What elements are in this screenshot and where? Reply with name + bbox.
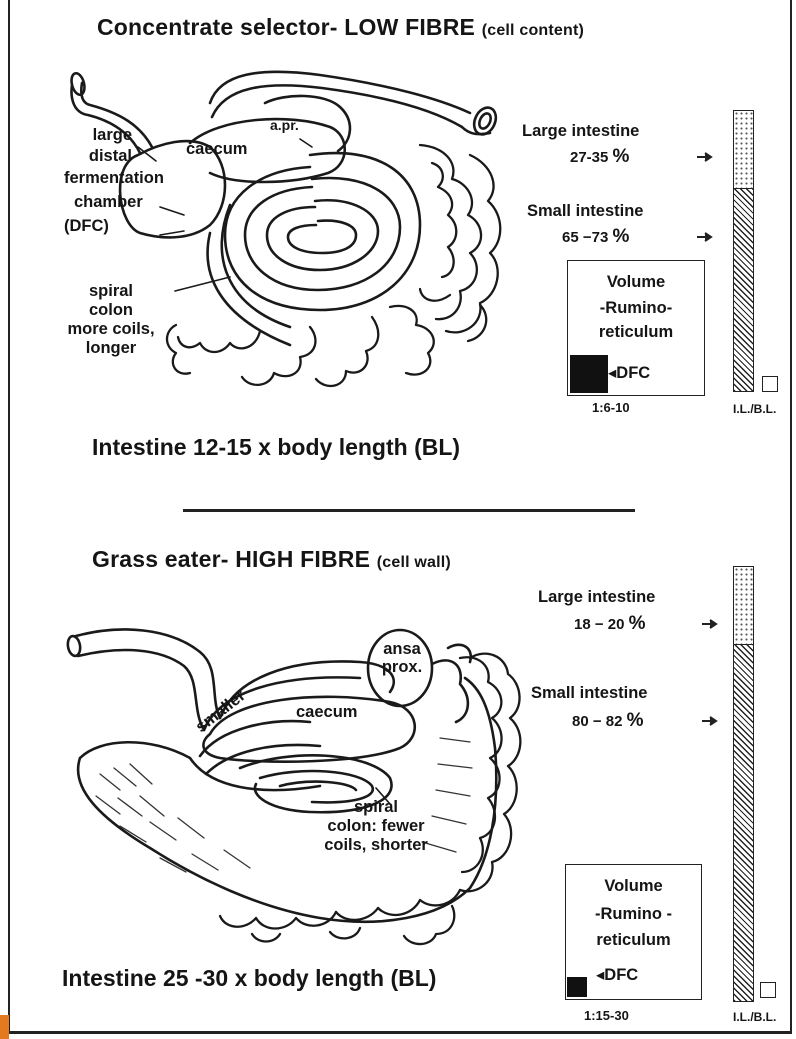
bottom-title-main: Grass eater- HIGH FIBRE	[92, 546, 370, 572]
top-spiral-line3: more coils,	[60, 320, 162, 339]
mesentery-outline	[80, 742, 320, 790]
bottom-caecum-label: caecum	[296, 703, 357, 722]
top-large-arrow-icon	[697, 152, 711, 162]
top-small-pct-symbol: %	[612, 226, 629, 247]
bottom-bar-label: I.L./B.L.	[733, 1010, 776, 1024]
bottom-volume-box: Volume -Rumino - reticulum ◂DFC	[565, 864, 702, 1000]
bottom-small-pct-symbol: %	[627, 710, 644, 731]
top-spiral-line1: spiral	[60, 282, 162, 301]
bottom-large-pct-symbol: %	[629, 613, 646, 634]
bottom-ansa-label: ansa prox.	[377, 640, 427, 676]
top-large-pct-symbol: %	[613, 146, 630, 167]
top-dfc-line1: large	[64, 125, 132, 146]
bottom-title-note: (cell wall)	[377, 554, 451, 571]
top-volume-line3: reticulum	[568, 323, 704, 342]
bottom-small-intestine-label: Small intestine	[531, 684, 647, 703]
top-small-pct-range: 65 −73	[562, 229, 608, 246]
top-dfc-line2: distal	[64, 146, 132, 167]
bottom-ansa-line2: prox.	[377, 658, 427, 676]
top-small-intestine-pct: 65 −73 %	[562, 226, 629, 248]
top-volume-line1: Volume	[568, 273, 704, 292]
top-apr-label: a.pr.	[270, 116, 299, 135]
top-volume-line2: -Rumino-	[568, 299, 704, 318]
bottom-volume-line3: reticulum	[566, 931, 701, 950]
bottom-title: Grass eater- HIGH FIBRE (cell wall)	[92, 546, 451, 573]
bottom-large-pct-range: 18 − 20	[574, 616, 624, 633]
top-spiral-line2: colon	[60, 301, 162, 320]
bottom-volume-dfc: ◂DFC	[596, 965, 638, 985]
bottom-large-intestine-pct: 18 − 20 %	[574, 613, 646, 635]
top-small-arrow-icon	[697, 232, 711, 242]
top-title-main: Concentrate selector- LOW FIBRE	[97, 14, 475, 40]
bottom-small-pct-range: 80 − 82	[572, 713, 622, 730]
top-dfc-line3: fermentation	[64, 169, 164, 188]
bottom-ansa-line1: ansa	[377, 640, 427, 658]
bottom-footer: Intestine 25 -30 x body length (BL)	[62, 965, 436, 992]
bottom-volume-ratio: 1:15-30	[584, 1008, 629, 1023]
top-volume-ratio: 1:6-10	[592, 400, 630, 415]
top-large-pct-range: 27-35	[570, 149, 608, 166]
top-dfc-label: large distal	[64, 125, 132, 167]
bottom-bodylength-square	[760, 982, 776, 998]
top-spiral-label: spiral colon more coils, longer	[60, 282, 162, 358]
top-dfc-volume-square	[570, 355, 608, 393]
top-title: Concentrate selector- LOW FIBRE (cell co…	[97, 14, 584, 41]
bottom-spiral-line2: colon: fewer	[296, 817, 456, 836]
top-footer: Intestine 12-15 x body length (BL)	[92, 434, 460, 461]
top-large-intestine-label: Large intestine	[522, 122, 639, 141]
bottom-volume-line2: -Rumino -	[566, 905, 701, 924]
top-large-intestine-pct: 27-35 %	[570, 146, 629, 168]
bottom-small-arrow-icon	[702, 716, 716, 726]
bottom-spiral-line3: coils, shorter	[296, 836, 456, 855]
bottom-spiral-line1: spiral	[296, 798, 456, 817]
bottom-bar-small-segment	[734, 644, 753, 1001]
top-title-note: (cell content)	[482, 22, 584, 39]
corner-accent	[0, 1015, 9, 1039]
bottom-large-arrow-icon	[702, 619, 716, 629]
small-intestine-loops	[167, 145, 500, 386]
bottom-gut-illustration	[60, 618, 530, 948]
top-bar-label: I.L./B.L.	[733, 402, 776, 416]
top-caecum-label: caecum	[186, 140, 247, 159]
bottom-volume-line1: Volume	[566, 877, 701, 896]
top-spiral-line4: longer	[60, 339, 162, 358]
section-divider	[183, 509, 635, 512]
top-volume-box: Volume -Rumino- reticulum ◂DFC	[567, 260, 705, 396]
top-bar-small-segment	[734, 188, 753, 391]
top-dfc-line5: (DFC)	[64, 217, 109, 236]
bottom-intestine-bar	[733, 566, 754, 1002]
bottom-dfc-volume-square	[567, 977, 587, 997]
bottom-bar-large-segment	[734, 567, 753, 645]
top-bar-large-segment	[734, 111, 753, 189]
top-bodylength-square	[762, 376, 778, 392]
top-volume-dfc: ◂DFC	[608, 363, 650, 383]
top-intestine-bar	[733, 110, 754, 392]
bottom-small-intestine-pct: 80 − 82 %	[572, 710, 644, 732]
top-dfc-line4: chamber	[74, 193, 143, 212]
bottom-large-intestine-label: Large intestine	[538, 588, 655, 607]
top-small-intestine-label: Small intestine	[527, 202, 643, 221]
bottom-spiral-label: spiral colon: fewer coils, shorter	[296, 798, 456, 855]
